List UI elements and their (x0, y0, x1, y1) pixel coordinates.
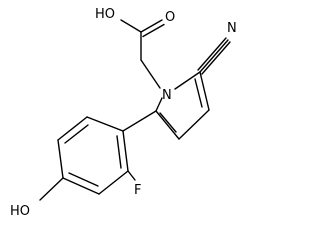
fluorine-label: F (134, 183, 141, 198)
atom-labels: HO O N N HO F (10, 7, 237, 219)
bond-ch2-n (140, 59, 161, 89)
bond-ar-1 (86, 116, 124, 132)
bond-ar-4-inner (68, 172, 99, 187)
bond-ar-4 (62, 177, 100, 195)
nitrile-n-label: N (227, 21, 237, 36)
bond-c2-c3 (199, 71, 210, 111)
bonds (39, 19, 231, 201)
bond-c-oh (39, 177, 64, 201)
bond-c4-c5 (155, 110, 180, 140)
bond-c-f (127, 170, 136, 181)
bond-c5-n (155, 97, 163, 112)
bond-pyrrole-phenyl (122, 110, 157, 132)
bond-c2-cn (199, 39, 229, 73)
bond-ar-2-inner (64, 124, 89, 144)
bond-ar-6 (122, 130, 129, 172)
phenol-oh-label: HO (10, 204, 30, 219)
bond-co-double-b (142, 23, 165, 38)
bond-c3-c4 (178, 109, 210, 140)
bond-ar-6-inner (116, 135, 122, 169)
bond-c2-c3-inner (194, 78, 203, 108)
bond-cn-triple-b (201, 41, 231, 75)
bond-ar-5 (98, 170, 129, 195)
bond-c4-c5-inner (159, 112, 177, 133)
chemical-structure: HO O N N HO F (10, 7, 237, 219)
carboxyl-oh-label: HO (95, 7, 115, 22)
pyrrole-n-label: N (162, 88, 172, 103)
bond-hoc (120, 19, 142, 33)
carbonyl-o-label: O (165, 10, 175, 25)
bond-ar-2 (57, 116, 88, 141)
bond-cn-triple-a (197, 37, 227, 71)
bond-n-c2 (174, 71, 201, 90)
bond-ar-3 (57, 139, 64, 179)
bond-co-double-a (140, 19, 163, 33)
